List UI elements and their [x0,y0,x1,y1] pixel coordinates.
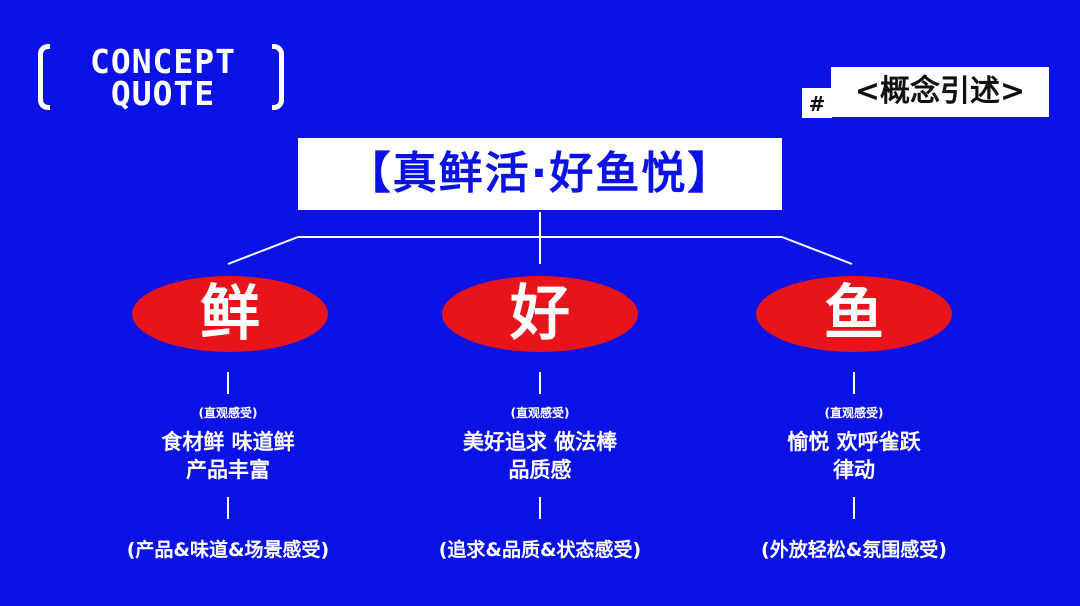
connector-left [227,236,299,265]
col2-footer: (追求&品质&状态感受) [438,539,642,561]
col1-line1: 食材鲜 味道鲜 [161,430,295,454]
col3-line2: 律动 [833,458,875,482]
col1-footer: (产品&味道&场景感受) [126,539,330,561]
col2-line1: 美好追求 做法棒 [462,430,618,454]
divider-1-bottom [227,497,229,519]
hash-badge: # [802,88,832,118]
logo-bracket-right [272,44,284,110]
oval-xian: 鲜 [132,276,328,352]
col1-line2: 产品丰富 [186,458,270,482]
col3-sub: (直观感受) [824,406,884,420]
oval-hao: 好 [442,276,638,352]
col1-sub: (直观感受) [198,406,258,420]
oval-yu: 鱼 [756,276,952,352]
divider-2-bottom [539,497,541,519]
divider-3-top [853,372,855,394]
col2-sub: (直观感受) [510,406,570,420]
divider-1-top [227,372,229,394]
col2-line2: 品质感 [508,458,572,482]
divider-3-bottom [853,497,855,519]
connector-right [781,236,853,265]
logo-bracket-left [38,44,50,110]
divider-2-top [539,372,541,394]
logo-line-concept: CONCEPT [89,42,237,81]
main-title: 【真鲜活·好鱼悦】 [298,138,782,210]
col3-footer: (外放轻松&氛围感受) [761,539,947,561]
logo-line-quote: QUOTE [110,74,216,113]
concept-tag: <概念引述> [831,67,1049,117]
col3-line1: 愉悦 欢呼雀跃 [787,430,921,454]
